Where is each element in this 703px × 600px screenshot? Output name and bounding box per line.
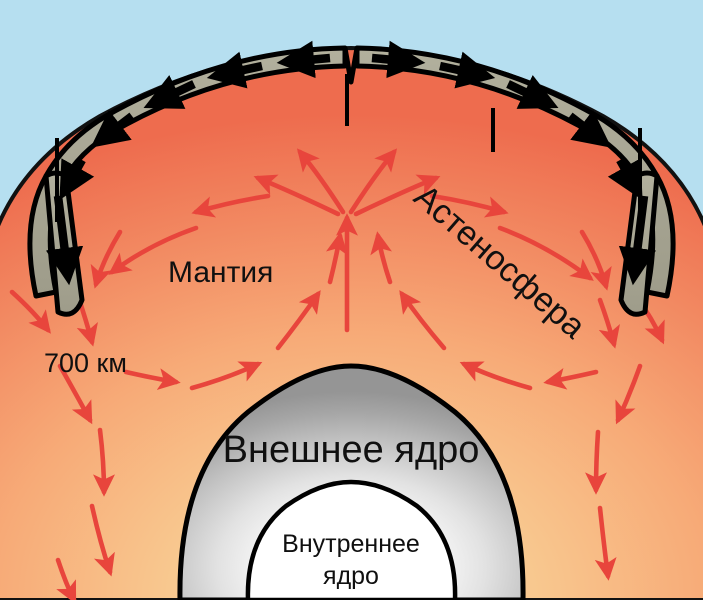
convection-arrow-right-cmb-2	[459, 361, 533, 391]
label-inner-core-line2: ядро	[323, 562, 379, 590]
convection-arrow-upper-left-2	[108, 225, 199, 275]
label-mantle: Мантия	[168, 256, 273, 289]
convection-arrow-left-cmb-4	[326, 231, 348, 285]
label-outer-core: Внешнее ядро	[223, 429, 480, 471]
mantle-convection-arrows	[9, 148, 665, 600]
convection-arrow-right-cmb-4	[370, 231, 393, 285]
plate-arrow-left-1	[276, 40, 331, 79]
convection-arrow-left-cmb-3	[275, 290, 321, 351]
convection-arrow-upper-left-3	[90, 229, 123, 289]
convection-arrow-ridge-right-1	[348, 148, 398, 215]
plate-motion-arrows	[45, 40, 657, 286]
label-inner-core-line1: Внутреннее	[282, 530, 420, 558]
plate-arrow-left-5	[59, 157, 95, 201]
convection-arrow-right-down-3	[615, 363, 643, 425]
mid-ocean-ridge-notch	[342, 47, 360, 85]
convection-arrow-left-down-4	[92, 427, 116, 497]
convection-arrow-left-cmb-1	[123, 368, 181, 390]
convection-arrow-left-down-5	[89, 503, 115, 577]
plate-arrow-left-3	[143, 74, 196, 109]
plate-arrow-right-4	[567, 109, 612, 148]
plate-arrow-left-slab	[45, 195, 84, 286]
plate-arrow-right-1	[371, 40, 426, 79]
plate-arrow-right-slab	[618, 195, 657, 286]
convection-arrow-left-cmb-2	[189, 361, 263, 391]
convection-arrow-upper-left-1	[191, 193, 271, 218]
convection-arrow-ridge-left-2	[253, 174, 341, 217]
pointer-lines	[55, 74, 642, 222]
inner-core-shape	[245, 479, 458, 600]
mantle-layer	[0, 45, 703, 600]
convection-arrow-right-cmb-3	[399, 290, 447, 351]
convection-arrow-upper-right-3	[579, 229, 612, 291]
convection-arrow-ridge-right-2	[353, 174, 441, 217]
convection-arrow-right-cmb-1	[543, 368, 599, 390]
plate-arrow-left-2	[206, 51, 263, 89]
convection-arrow-right-down-2	[597, 297, 620, 349]
convection-arrow-upper-right-1	[429, 193, 509, 218]
convection-arrow-ridge-left-1	[296, 148, 346, 215]
convection-arrow-left-down-3	[57, 363, 93, 425]
convection-arrow-left-down-1	[9, 289, 51, 334]
plate-arrow-right-3	[506, 74, 559, 109]
convection-arrow-right-down-4	[584, 429, 608, 495]
inner-core-layer	[245, 479, 458, 600]
convection-arrow-right-down-5	[594, 505, 617, 581]
label-depth-700km: 700 км	[44, 348, 127, 378]
plate-arrow-right-2	[439, 51, 496, 89]
plate-arrow-right-5	[607, 157, 643, 201]
convection-arrow-upper-right-2	[497, 225, 594, 281]
convection-arrow-left-down-6	[55, 557, 77, 600]
plate-arrow-left-4	[90, 109, 135, 148]
mantle-shape	[0, 45, 703, 600]
